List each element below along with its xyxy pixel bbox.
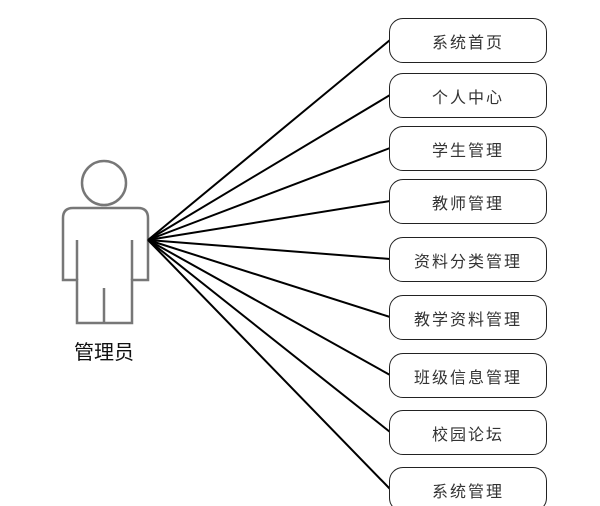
use-case: 班级信息管理 — [389, 353, 547, 398]
actor-head — [80, 159, 128, 207]
use-case-label: 教学资料管理 — [413, 309, 522, 329]
use-case-label: 学生管理 — [431, 140, 504, 160]
use-case: 学生管理 — [389, 126, 547, 171]
association-line — [147, 239, 391, 376]
use-case-label: 校园论坛 — [431, 424, 504, 444]
association-line — [147, 239, 391, 260]
actor-label: 管理员 — [74, 340, 134, 364]
association-line — [147, 239, 391, 490]
use-case: 资料分类管理 — [389, 237, 547, 282]
association-line — [147, 200, 391, 241]
association-line — [147, 147, 391, 241]
use-case-label: 个人中心 — [431, 87, 504, 107]
actor-body — [61, 206, 150, 325]
use-case-label: 班级信息管理 — [413, 367, 522, 387]
use-case-label: 系统首页 — [431, 32, 504, 52]
association-line — [147, 239, 391, 433]
use-case: 系统首页 — [389, 18, 547, 63]
use-case: 教学资料管理 — [389, 295, 547, 340]
use-case-label: 教师管理 — [431, 193, 504, 213]
association-line — [147, 39, 391, 241]
use-case-label: 资料分类管理 — [413, 251, 522, 271]
use-case: 校园论坛 — [389, 410, 547, 455]
use-case-label: 系统管理 — [431, 481, 504, 501]
use-case: 个人中心 — [389, 73, 547, 118]
actor-figure — [61, 159, 150, 325]
association-line — [147, 94, 391, 241]
use-case: 系统管理 — [389, 467, 547, 506]
association-line — [147, 239, 391, 318]
use-case: 教师管理 — [389, 179, 547, 224]
